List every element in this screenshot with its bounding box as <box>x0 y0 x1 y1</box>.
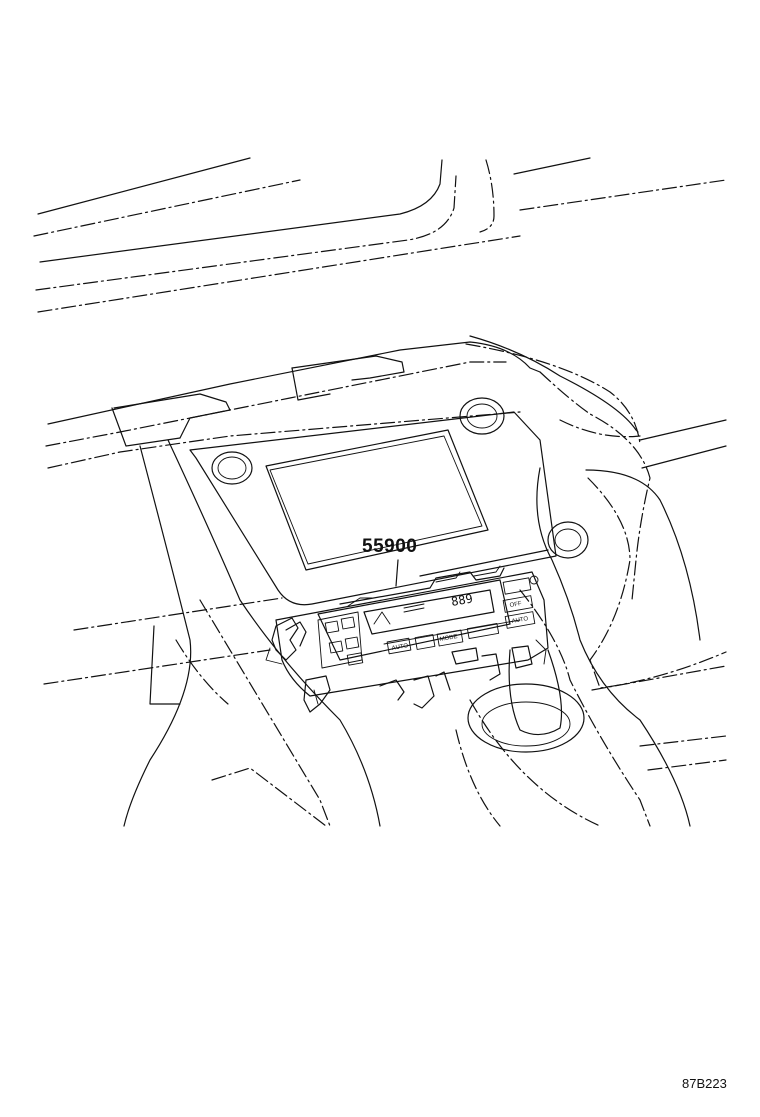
center-stack-outline <box>45 335 727 601</box>
off-button-label: OFF <box>509 601 522 609</box>
part-leader <box>395 559 399 587</box>
auto-button-right-label: AUTO <box>511 616 529 625</box>
part-number-label: 55900 <box>362 536 418 557</box>
console-side-panels <box>43 439 381 827</box>
temp-display-digits: 889 <box>450 591 474 609</box>
diagram-reference-code: 87B223 <box>682 1076 727 1091</box>
upper-dash-lines <box>33 157 727 313</box>
right-console <box>455 467 727 827</box>
climate-control-panel: 889 AUTO MODE OFF AUTO <box>265 565 549 713</box>
navigation-display <box>189 397 557 606</box>
mode-button-label: MODE <box>439 634 458 643</box>
auto-button-left-label: AUTO <box>391 643 409 652</box>
